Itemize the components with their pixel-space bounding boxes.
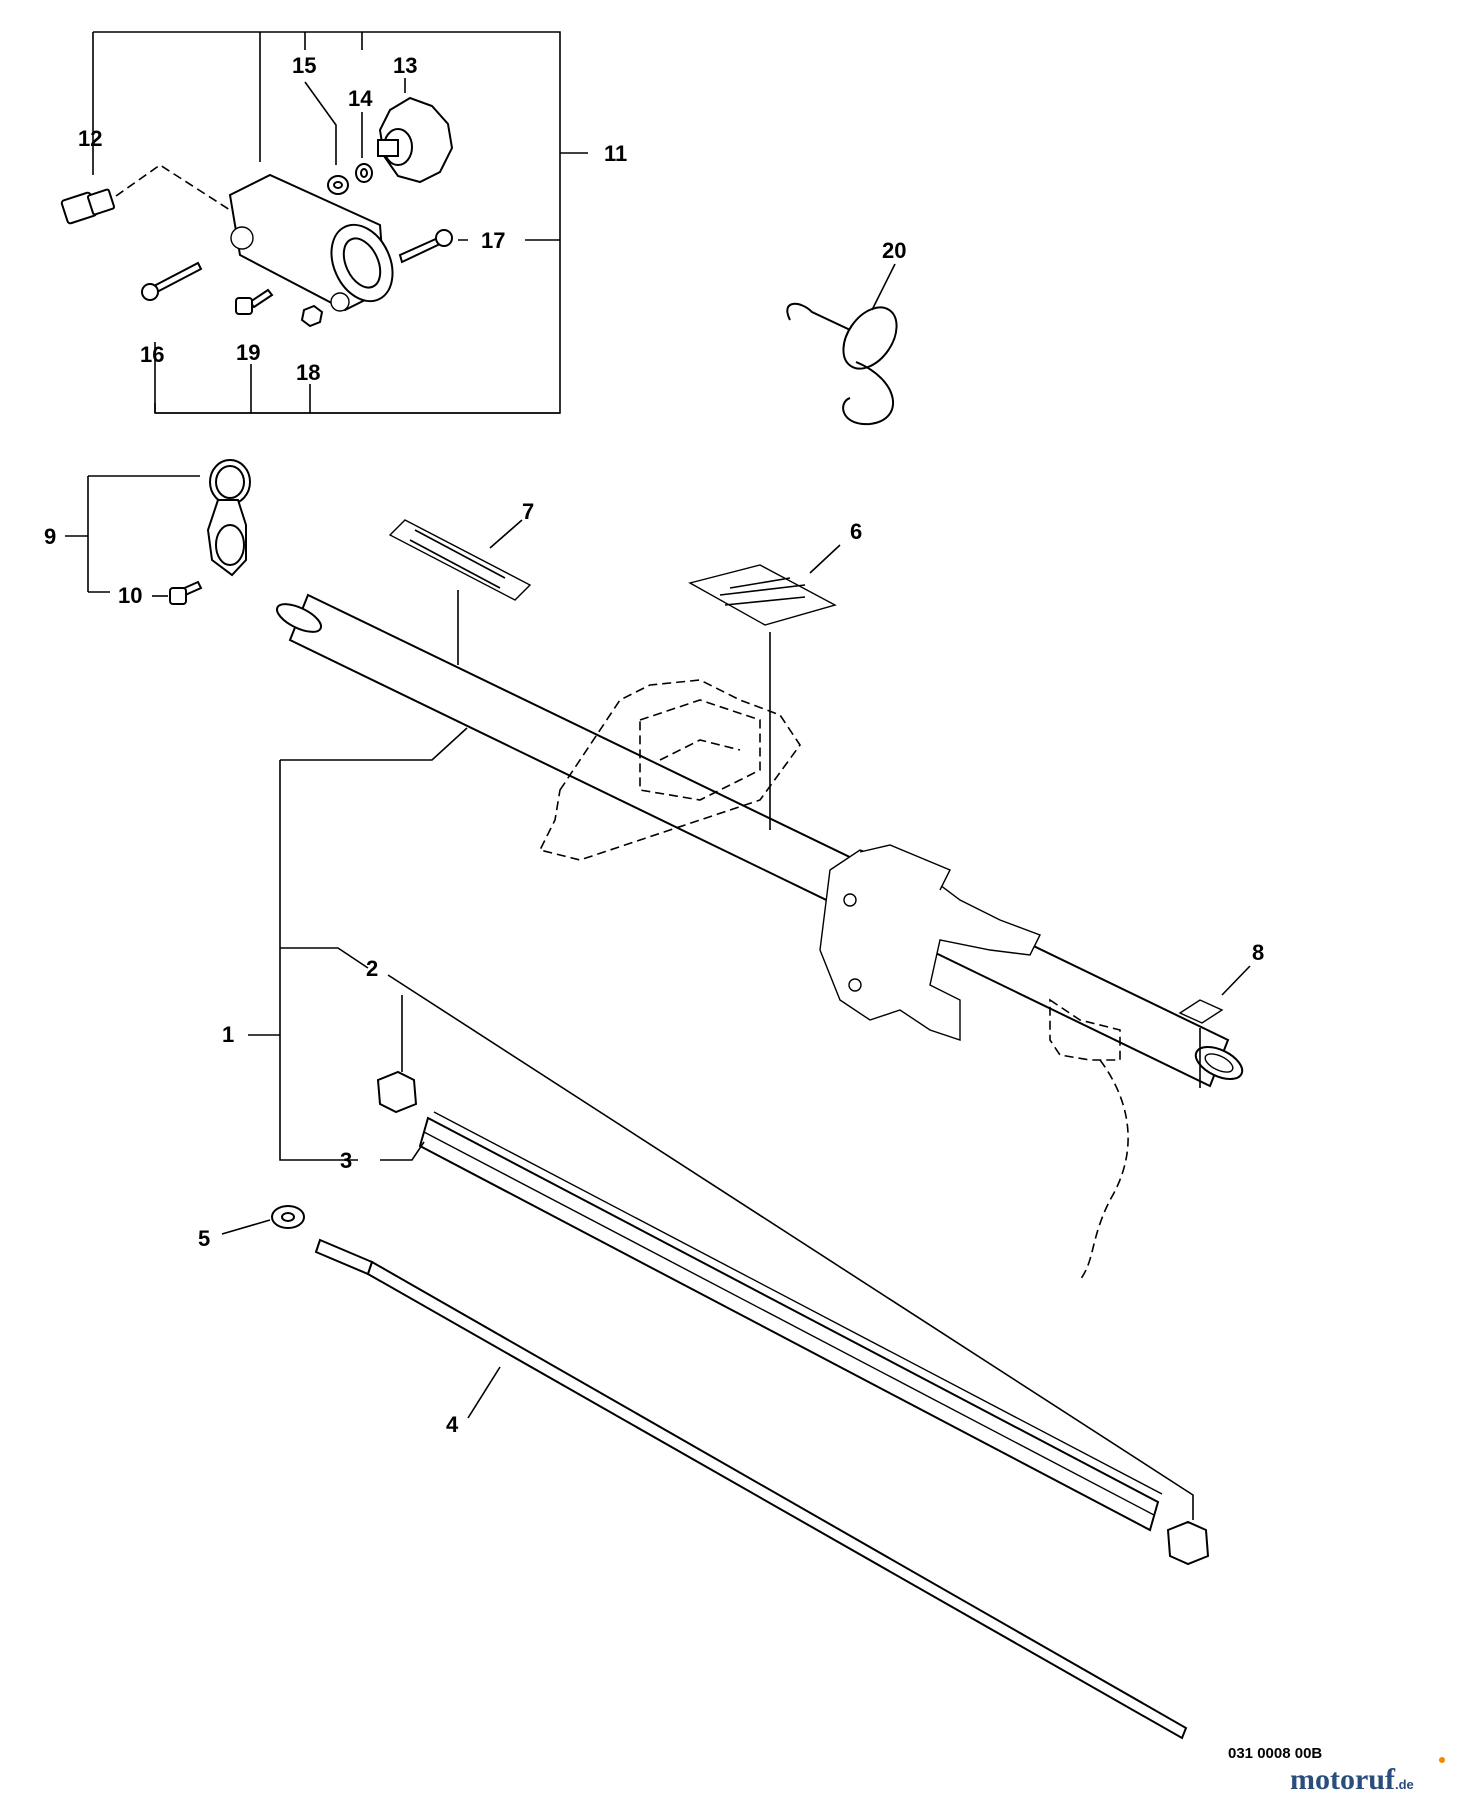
callout-17: 17 xyxy=(481,228,505,253)
callout-2: 2 xyxy=(366,956,378,981)
callout-20: 20 xyxy=(882,238,906,263)
part-18-nut xyxy=(300,304,324,403)
callout-5: 5 xyxy=(198,1226,210,1251)
callout-4: 4 xyxy=(446,1412,459,1437)
part-2-bushing xyxy=(376,974,1210,1566)
part-9-hanger xyxy=(206,459,251,577)
callout-3: 3 xyxy=(340,1148,352,1173)
part-13-knob xyxy=(377,78,454,184)
watermark-logo: motoruf.de xyxy=(1290,1763,1414,1796)
callout-10: 10 xyxy=(118,583,142,608)
main-shaft xyxy=(275,593,1244,1088)
figure-id: 031 0008 00B xyxy=(1228,1745,1322,1762)
part-10-bolt xyxy=(152,580,203,605)
part-6-label xyxy=(688,544,841,830)
watermark-name: motoruf xyxy=(1290,1763,1396,1796)
part-14-washer xyxy=(355,112,373,183)
part-3-liner xyxy=(380,1111,1163,1532)
callout-8: 8 xyxy=(1252,940,1264,965)
callout-15: 15 xyxy=(292,53,316,78)
part-7-label xyxy=(388,519,532,665)
callout-19: 19 xyxy=(236,340,260,365)
part-5-washer xyxy=(221,1205,305,1235)
callout-11: 11 xyxy=(604,141,627,166)
callout-6: 6 xyxy=(850,519,862,544)
watermark-tld: .de xyxy=(1395,1777,1414,1792)
handle-dashed-outline xyxy=(538,679,801,861)
callout-18: 18 xyxy=(296,360,320,385)
throttle-housing xyxy=(819,844,1129,1281)
assembly-11-group xyxy=(60,31,588,414)
callout-1: 1 xyxy=(222,1022,234,1047)
figure-id-block: 031 0008 00B motoruf.de xyxy=(1228,1745,1445,1796)
part-19-bolt xyxy=(235,288,274,403)
callout-16: 16 xyxy=(140,342,164,367)
part-17-bolt xyxy=(398,229,560,264)
assembly-1-group xyxy=(248,727,468,1161)
assembly-9-group xyxy=(65,459,251,605)
callout-7: 7 xyxy=(522,499,534,524)
part-8-label xyxy=(1178,965,1251,1088)
part-4-drive-shaft xyxy=(314,1238,1188,1740)
callout-13: 13 xyxy=(393,53,417,78)
part-16-bolt xyxy=(141,261,203,403)
callout-9: 9 xyxy=(44,524,56,549)
part-20-hook xyxy=(786,263,898,426)
clamp-body xyxy=(228,173,394,312)
callout-14: 14 xyxy=(348,86,373,111)
part-15-washer xyxy=(304,81,349,195)
callouts: 1 2 3 4 5 6 7 8 9 10 11 12 13 14 15 16 1… xyxy=(44,53,1264,1437)
part-12-fitting xyxy=(60,140,231,225)
callout-12: 12 xyxy=(78,126,102,151)
